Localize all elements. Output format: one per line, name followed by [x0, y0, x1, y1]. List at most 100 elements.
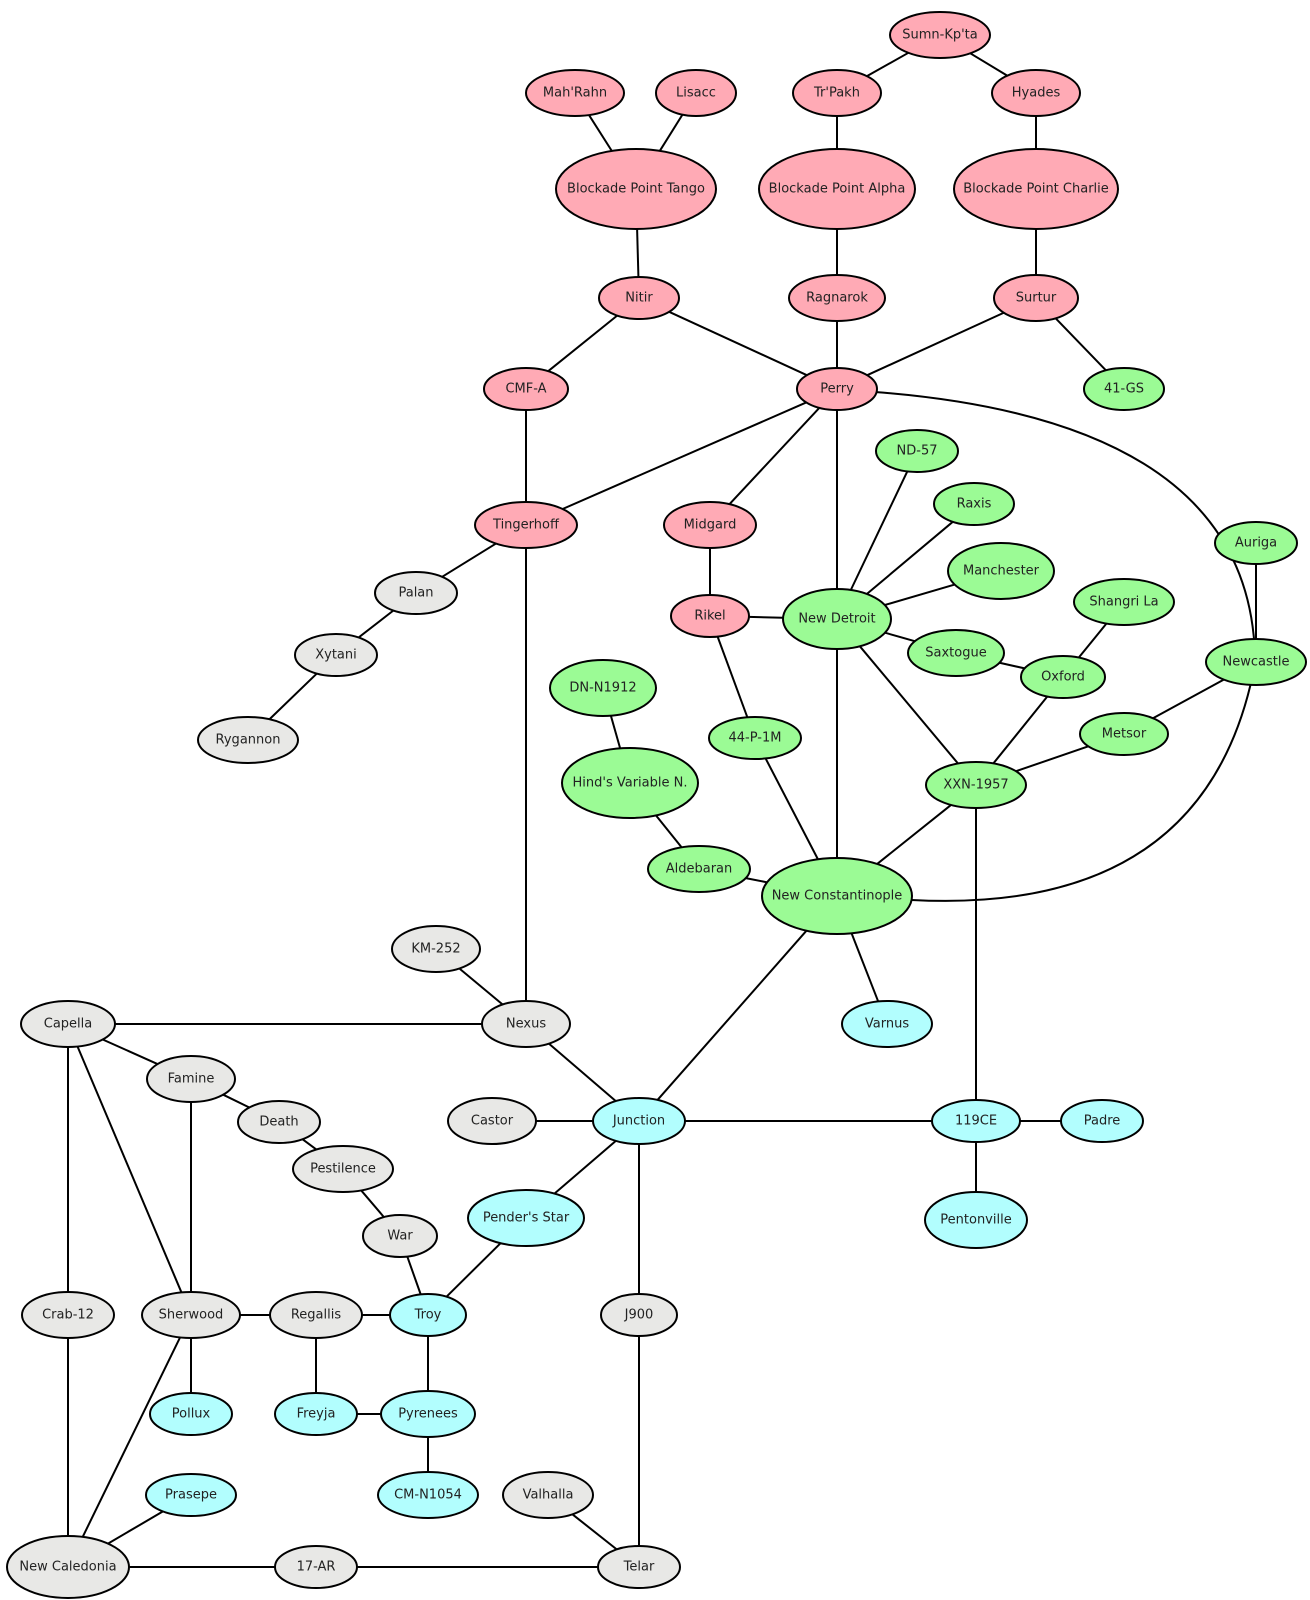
edge-newcastle-metsor: [1152, 678, 1225, 720]
node-pollux[interactable]: Pollux: [149, 1392, 233, 1436]
node-mahrahn[interactable]: Mah'Rahn: [525, 69, 625, 117]
node-newconst[interactable]: New Constantinople: [761, 857, 913, 935]
node-nexus[interactable]: Nexus: [481, 1000, 571, 1048]
node-padre[interactable]: Padre: [1060, 1099, 1144, 1143]
node-manchester[interactable]: Manchester: [947, 542, 1055, 600]
node-prasepe[interactable]: Prasepe: [145, 1473, 237, 1517]
node-tingerhoff[interactable]: Tingerhoff: [474, 501, 578, 549]
node-label-regallis: Regallis: [291, 1308, 342, 1323]
node-aldebaran[interactable]: Aldebaran: [647, 845, 751, 893]
node-label-ragnarok: Ragnarok: [806, 291, 868, 306]
node-shape-regallis: [269, 1291, 363, 1339]
node-xxn1957[interactable]: XXN-1957: [925, 761, 1027, 809]
node-capella[interactable]: Capella: [20, 1000, 116, 1048]
node-perry[interactable]: Perry: [796, 367, 878, 411]
node-cmn1054[interactable]: CM-N1054: [377, 1471, 479, 1519]
edge-lisacc-bptango: [659, 114, 684, 152]
node-newdetroit[interactable]: New Detroit: [782, 588, 892, 650]
node-ar17[interactable]: 17-AR: [274, 1545, 358, 1589]
node-pestilence[interactable]: Pestilence: [292, 1145, 394, 1193]
node-freyja[interactable]: Freyja: [274, 1392, 358, 1436]
node-ce119[interactable]: 119CE: [931, 1099, 1021, 1143]
node-famine[interactable]: Famine: [146, 1055, 236, 1103]
node-shangrila[interactable]: Shangri La: [1073, 578, 1175, 626]
node-km252[interactable]: KM-252: [391, 925, 481, 973]
node-newcaledonia[interactable]: New Caledonia: [6, 1535, 130, 1599]
node-castor[interactable]: Castor: [447, 1097, 537, 1145]
node-label-dnn1912: DN-N1912: [569, 681, 636, 696]
node-label-pestilence: Pestilence: [310, 1162, 376, 1177]
node-newcastle[interactable]: Newcastle: [1205, 638, 1307, 686]
node-label-castor: Castor: [471, 1114, 514, 1129]
edge-tingerhoff-palan: [441, 542, 497, 578]
node-saxtogue[interactable]: Saxtogue: [907, 629, 1005, 677]
node-shape-war: [362, 1214, 438, 1258]
node-shape-xytani: [294, 633, 378, 677]
node-telar[interactable]: Telar: [597, 1545, 681, 1589]
node-sherwood[interactable]: Sherwood: [141, 1291, 241, 1339]
node-bpalpha[interactable]: Blockade Point Alpha: [758, 148, 916, 230]
node-pentonville[interactable]: Pentonville: [924, 1191, 1028, 1249]
node-junction[interactable]: Junction: [592, 1097, 686, 1145]
node-rygannon[interactable]: Rygannon: [197, 716, 299, 764]
node-shape-rygannon: [197, 716, 299, 764]
node-oxford[interactable]: Oxford: [1020, 655, 1106, 699]
node-lisacc[interactable]: Lisacc: [655, 69, 737, 117]
edges-layer: [67, 51, 1257, 1568]
node-shape-gs41: [1083, 367, 1165, 411]
node-nitir[interactable]: Nitir: [598, 276, 680, 320]
node-palan[interactable]: Palan: [374, 571, 458, 615]
node-bpcharlie[interactable]: Blockade Point Charlie: [953, 148, 1119, 230]
node-label-p1m44: 44-P-1M: [729, 731, 782, 746]
node-nd57[interactable]: ND-57: [875, 429, 959, 473]
node-varnus[interactable]: Varnus: [841, 1000, 933, 1048]
edge-sumn-trpakh: [866, 51, 909, 78]
node-j900[interactable]: J900: [600, 1293, 678, 1337]
node-shape-nd57: [875, 429, 959, 473]
edge-death-pestilence: [301, 1138, 318, 1151]
node-label-newcastle: Newcastle: [1223, 655, 1290, 670]
edge-mahrahn-bptango: [588, 114, 613, 152]
node-death[interactable]: Death: [237, 1100, 321, 1144]
node-label-troy: Troy: [414, 1308, 442, 1323]
node-dnn1912[interactable]: DN-N1912: [549, 659, 657, 717]
node-ragnarok[interactable]: Ragnarok: [788, 274, 886, 322]
node-shape-pestilence: [292, 1145, 394, 1193]
node-pyrenees[interactable]: Pyrenees: [380, 1390, 476, 1438]
node-hinds[interactable]: Hind's Variable N.: [561, 747, 699, 819]
edge-oxford-xxn1957: [992, 695, 1049, 765]
node-sumn[interactable]: Sumn-Kp'ta: [889, 11, 991, 59]
node-shape-pyrenees: [380, 1390, 476, 1438]
node-label-newcaledonia: New Caledonia: [19, 1560, 116, 1575]
node-bptango[interactable]: Blockade Point Tango: [555, 148, 717, 230]
node-regallis[interactable]: Regallis: [269, 1291, 363, 1339]
node-label-gs41: 41-GS: [1104, 382, 1144, 397]
node-hyades[interactable]: Hyades: [991, 69, 1081, 117]
edge-xxn1957-newconst: [876, 804, 952, 865]
node-shape-hyades: [991, 69, 1081, 117]
node-rikel[interactable]: Rikel: [670, 594, 750, 638]
node-crab12[interactable]: Crab-12: [21, 1291, 115, 1339]
node-midgard[interactable]: Midgard: [663, 501, 757, 549]
node-shape-trpakh: [792, 69, 882, 117]
node-raxis[interactable]: Raxis: [933, 482, 1015, 526]
node-troy[interactable]: Troy: [389, 1293, 467, 1337]
node-war[interactable]: War: [362, 1214, 438, 1258]
node-shape-cmfa: [483, 367, 569, 411]
node-metsor[interactable]: Metsor: [1079, 712, 1169, 756]
edge-raxis-newdetroit: [866, 521, 954, 595]
node-p1m44[interactable]: 44-P-1M: [708, 716, 802, 760]
node-label-capella: Capella: [44, 1017, 92, 1032]
edge-metsor-xxn1957: [1015, 745, 1089, 773]
node-label-bptango: Blockade Point Tango: [567, 182, 705, 197]
node-xytani[interactable]: Xytani: [294, 633, 378, 677]
node-gs41[interactable]: 41-GS: [1083, 367, 1165, 411]
node-auriga[interactable]: Auriga: [1214, 521, 1298, 565]
node-cmfa[interactable]: CMF-A: [483, 367, 569, 411]
node-trpakh[interactable]: Tr'Pakh: [792, 69, 882, 117]
node-penders[interactable]: Pender's Star: [467, 1189, 585, 1247]
node-surtur[interactable]: Surtur: [993, 274, 1079, 322]
edge-famine-death: [222, 1093, 250, 1109]
node-label-bpalpha: Blockade Point Alpha: [769, 182, 906, 197]
node-valhalla[interactable]: Valhalla: [502, 1471, 594, 1519]
